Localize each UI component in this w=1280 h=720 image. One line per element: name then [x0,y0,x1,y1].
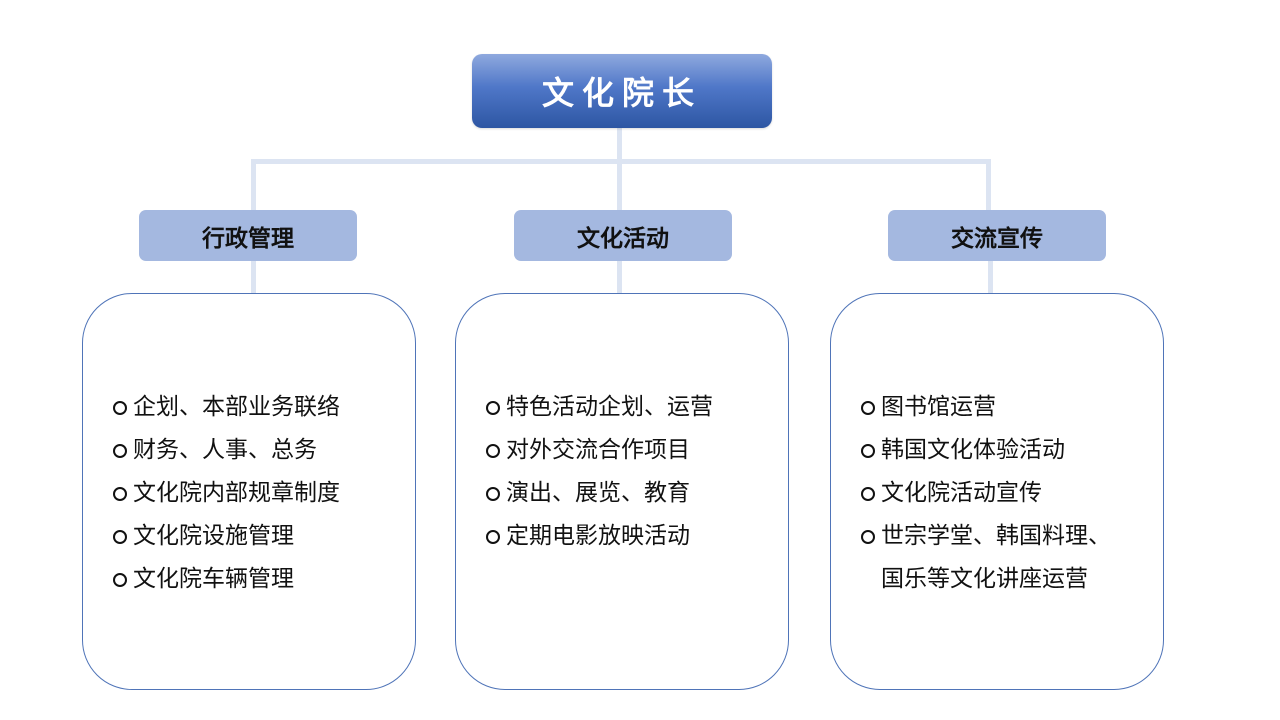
duty-text: 定期电影放映活动 [506,523,690,549]
duty-list: 企划、本部业务联络 财务、人事、总务 文化院内部规章制度 文化院设施管理 文化院… [113,386,340,601]
connector-right-down [986,159,991,210]
duty-item: 文化院车辆管理 [113,558,340,601]
duty-text: 图书馆运营 [881,394,996,420]
circle-bullet-icon [113,573,127,587]
duty-item: 图书馆运营 [861,386,1111,429]
circle-bullet-icon [486,401,500,415]
department-label: 行政管理 [202,225,294,252]
duties-box-administration: 企划、本部业务联络 财务、人事、总务 文化院内部规章制度 文化院设施管理 文化院… [82,293,416,690]
duty-list: 特色活动企划、运营 对外交流合作项目 演出、展览、教育 定期电影放映活动 [486,386,713,558]
duty-list: 图书馆运营 韩国文化体验活动 文化院活动宣传 世宗学堂、韩国料理、 国乐等文化讲… [861,386,1111,601]
circle-bullet-icon [861,487,875,501]
duty-text: 财务、人事、总务 [133,437,317,463]
duty-item: 定期电影放映活动 [486,515,713,558]
duty-item: 世宗学堂、韩国料理、 国乐等文化讲座运营 [861,515,1111,601]
duty-item: 文化院活动宣传 [861,472,1111,515]
circle-bullet-icon [486,530,500,544]
duty-text: 对外交流合作项目 [506,437,690,463]
duty-text: 世宗学堂、韩国料理、 国乐等文化讲座运营 [881,523,1111,592]
duty-text: 文化院设施管理 [133,523,294,549]
duty-text: 特色活动企划、运营 [506,394,713,420]
duty-text: 演出、展览、教育 [506,480,690,506]
connector-center-down [617,159,622,210]
duty-item: 韩国文化体验活动 [861,429,1111,472]
duty-text: 文化院内部规章制度 [133,480,340,506]
department-label: 交流宣传 [951,225,1043,252]
circle-bullet-icon [486,444,500,458]
root-node: 文化院长 [472,54,772,128]
circle-bullet-icon [113,487,127,501]
circle-bullet-icon [486,487,500,501]
duty-item: 对外交流合作项目 [486,429,713,472]
circle-bullet-icon [113,444,127,458]
department-node-cultural-activities: 文化活动 [514,210,732,261]
duty-text: 文化院车辆管理 [133,566,294,592]
department-label: 文化活动 [577,225,669,252]
connector-left-to-duties [251,261,256,294]
connector-left-down [251,159,256,210]
circle-bullet-icon [113,401,127,415]
circle-bullet-icon [861,530,875,544]
duties-box-cultural-activities: 特色活动企划、运营 对外交流合作项目 演出、展览、教育 定期电影放映活动 [455,293,789,690]
duty-text: 韩国文化体验活动 [881,437,1065,463]
duty-item: 企划、本部业务联络 [113,386,340,429]
root-title: 文化院长 [541,74,702,112]
duty-item: 演出、展览、教育 [486,472,713,515]
connector-root-down [617,128,622,160]
circle-bullet-icon [861,444,875,458]
circle-bullet-icon [861,401,875,415]
duty-item: 文化院设施管理 [113,515,340,558]
duty-item: 特色活动企划、运营 [486,386,713,429]
department-node-exchange-promotion: 交流宣传 [888,210,1106,261]
duty-item: 财务、人事、总务 [113,429,340,472]
duty-item: 文化院内部规章制度 [113,472,340,515]
connector-center-to-duties [617,261,622,294]
duty-text: 企划、本部业务联络 [133,394,340,420]
duties-box-exchange-promotion: 图书馆运营 韩国文化体验活动 文化院活动宣传 世宗学堂、韩国料理、 国乐等文化讲… [830,293,1164,690]
department-node-administration: 行政管理 [139,210,357,261]
duty-text: 文化院活动宣传 [881,480,1042,506]
circle-bullet-icon [113,530,127,544]
connector-right-to-duties [988,261,993,294]
